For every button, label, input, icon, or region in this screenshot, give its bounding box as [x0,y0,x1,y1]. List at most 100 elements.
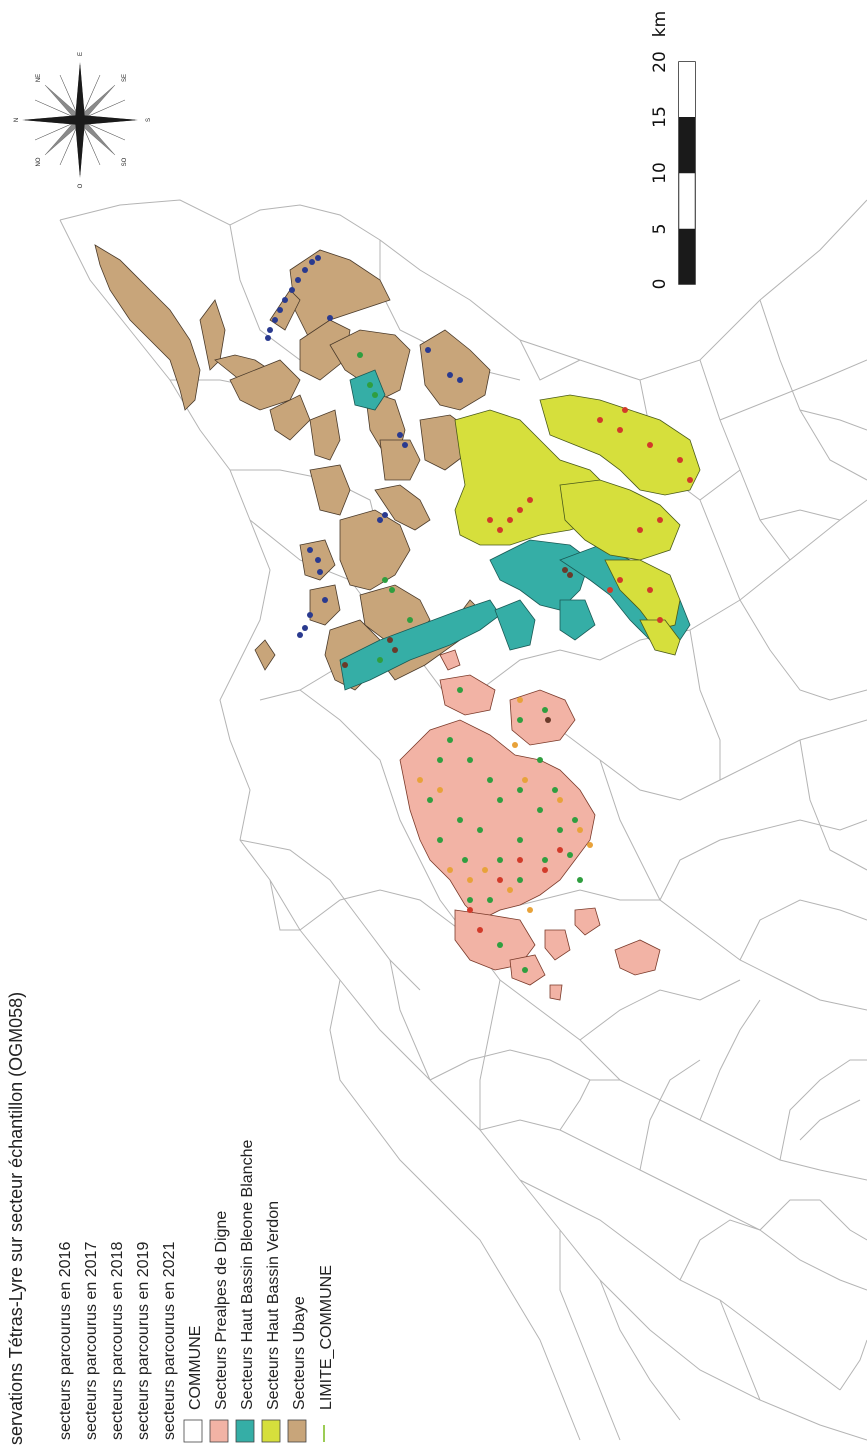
observation-point [617,427,623,433]
observation-point [389,587,395,593]
sectors-verdon [454,394,701,656]
observation-point [545,717,551,723]
legend-title: servations Tétras-Lyre sur secteur échan… [6,992,26,1445]
observation-point [457,687,463,693]
observation-point [392,647,398,653]
observation-point [425,347,431,353]
legend-swatch [183,1419,203,1443]
legend-item: secteurs parcourus en 2021 [161,1242,178,1440]
observation-point [522,777,528,783]
observation-point [342,662,348,668]
observation-points [265,255,693,973]
observation-point [367,382,373,388]
observation-point [289,287,295,293]
observation-point [377,657,383,663]
scale-bar-segment [679,117,695,173]
observation-point [467,907,473,913]
legend-item-label: secteurs parcourus en 2021 [161,1242,178,1440]
compass-west-needle-icon [75,115,85,178]
observation-point [527,907,533,913]
scale-tick-5: 5 [650,224,670,235]
observation-point [647,587,653,593]
scale-tick-0: 0 [650,279,670,290]
observation-point [497,857,503,863]
observation-point [517,717,523,723]
observation-point [372,392,378,398]
observation-point [377,517,383,523]
observation-point [447,867,453,873]
observation-point [327,315,333,321]
observation-point [277,307,283,313]
observation-point [542,867,548,873]
legend-swatch [235,1419,255,1443]
scale-bar: 0 5 10 15 20 km [650,11,696,290]
observation-point [437,837,443,843]
observation-point [272,317,278,323]
scale-tick-15: 15 [650,106,670,128]
observation-point [542,857,548,863]
legend-swatch [287,1419,307,1443]
observation-point [322,597,328,603]
observation-point [482,867,488,873]
observation-point [487,897,493,903]
observation-point [557,847,563,853]
observation-point [487,517,493,523]
legend-item-label: Secteurs Ubaye [291,1296,308,1410]
observation-point [567,572,573,578]
observation-point [309,259,315,265]
compass-letter-n: N [14,118,20,122]
legend-item-label: secteurs parcourus en 2017 [83,1242,100,1440]
legend-item: secteurs parcourus en 2017 [83,1242,100,1440]
observation-point [447,737,453,743]
legend-item-label: secteurs parcourus en 2019 [135,1242,152,1440]
compass-letter-o: O [78,183,84,188]
legend-item: secteurs parcourus en 2016 [57,1242,74,1440]
scale-bar-segment [678,172,696,230]
observation-point [522,967,528,973]
observation-point [507,517,513,523]
legend-item: LIMITE_COMMUNE [318,1265,335,1442]
observation-point [562,567,568,573]
observation-point [677,457,683,463]
observation-point [507,887,513,893]
observation-point [587,842,593,848]
compass-south-needle-icon [75,115,138,125]
observation-point [517,507,523,513]
observation-point [557,827,563,833]
legend-item: COMMUNE [183,1326,204,1443]
legend-swatch [261,1419,281,1443]
observation-point [617,577,623,583]
compass-letter-ne: NE [36,74,42,82]
compass-letter-se: SE [122,74,128,82]
observation-point [302,267,308,273]
legend-item-label: Secteurs Haut Bassin Bleone Blanche [239,1140,256,1410]
observation-point [417,777,423,783]
observation-point [382,512,388,518]
observation-point [467,877,473,883]
observation-point [265,335,271,341]
legend-item-label: COMMUNE [187,1326,204,1410]
observation-point [297,632,303,638]
observation-point [557,797,563,803]
observation-point [447,372,453,378]
scale-tick-10: 10 [650,162,670,184]
legend-item: Secteurs Ubaye [287,1296,308,1443]
commune-boundaries [59,199,867,1441]
scale-bar-segment [679,229,695,284]
legend-item-label: Secteurs Haut Bassin Verdon [265,1201,282,1410]
legend-item-label: secteurs parcourus en 2018 [109,1242,126,1440]
legend-item-label: LIMITE_COMMUNE [318,1265,335,1410]
observation-point [567,852,573,858]
observation-point [637,527,643,533]
observation-point [497,527,503,533]
observation-point [427,797,433,803]
legend-item: Secteurs Haut Bassin Verdon [261,1201,282,1443]
observation-point [542,707,548,713]
legend-item: Secteurs Haut Bassin Bleone Blanche [235,1140,256,1443]
observation-point [487,777,493,783]
observation-point [295,277,301,283]
observation-point [517,877,523,883]
compass-letter-so: SO [122,157,128,166]
observation-point [497,797,503,803]
